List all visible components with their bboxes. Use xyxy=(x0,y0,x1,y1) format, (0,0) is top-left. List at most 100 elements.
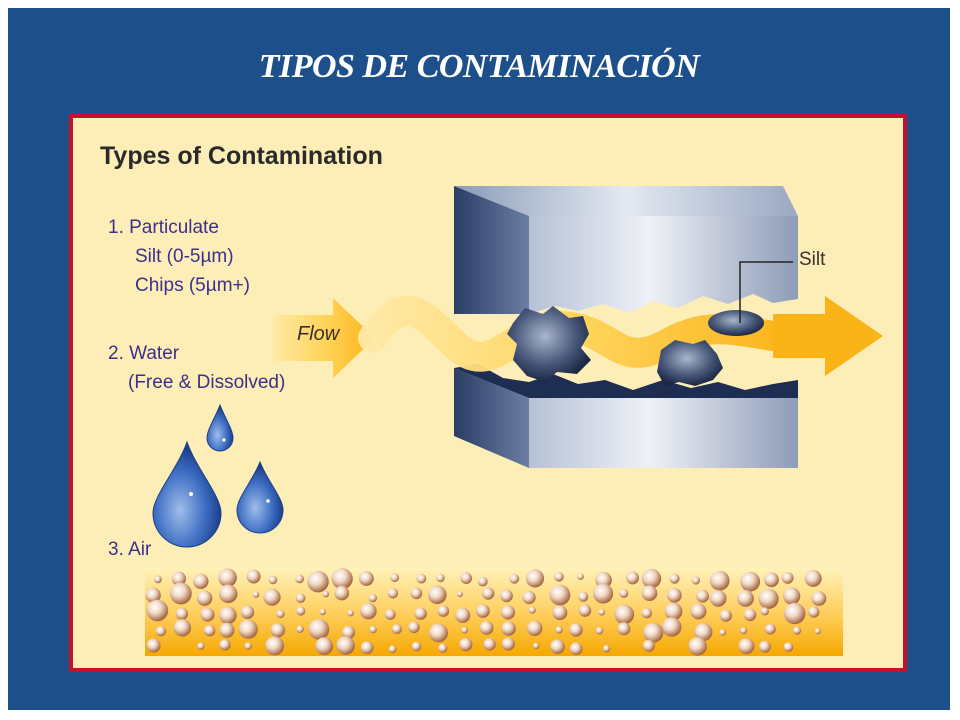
air-bubble-icon xyxy=(719,629,726,636)
air-bubble-icon xyxy=(384,609,396,620)
air-bubble-icon xyxy=(549,584,571,606)
air-bubble-icon xyxy=(758,640,771,653)
air-bubble-icon xyxy=(617,622,631,636)
air-bubble-icon xyxy=(408,621,420,634)
water-drop-icon-large xyxy=(152,440,222,548)
air-bubble-icon xyxy=(331,568,353,590)
air-bubble-icon xyxy=(388,645,397,654)
air-bubble-icon xyxy=(265,636,285,656)
item-water-sub: (Free & Dissolved) xyxy=(128,372,286,393)
air-bubble-icon xyxy=(555,626,563,634)
air-bubble-icon xyxy=(614,604,635,625)
air-bubble-icon xyxy=(341,625,356,640)
air-bubble-icon xyxy=(368,593,377,603)
air-bubble-icon xyxy=(619,588,629,598)
air-bubble-icon xyxy=(359,571,374,586)
air-bubbles xyxy=(145,568,827,656)
air-bubble-icon xyxy=(197,642,205,650)
air-bubble-icon xyxy=(602,644,611,653)
air-bubble-icon xyxy=(154,575,162,584)
air-bubble-icon xyxy=(203,625,216,637)
air-bubble-icon xyxy=(347,609,354,617)
air-bubble-icon xyxy=(307,570,329,593)
silt-callout-line xyxy=(739,261,793,323)
chip-particle-large xyxy=(507,306,591,382)
air-bubble-icon xyxy=(428,585,447,605)
contamination-illustration xyxy=(145,186,883,656)
air-bubble-icon xyxy=(270,623,286,638)
air-bubble-icon xyxy=(244,642,252,650)
air-bubble-icon xyxy=(460,572,473,584)
air-bubble-icon xyxy=(296,625,304,633)
air-bubble-icon xyxy=(219,639,231,651)
air-bubble-icon xyxy=(482,587,495,600)
air-bubble-icon xyxy=(437,605,450,617)
air-bubble-icon xyxy=(390,573,400,583)
air-bubble-icon xyxy=(696,589,709,603)
air-bubble-icon xyxy=(738,638,755,655)
air-bubble-icon xyxy=(764,572,779,588)
air-bubble-icon xyxy=(414,607,427,620)
air-bubble-icon xyxy=(737,590,754,607)
air-bubble-icon xyxy=(218,584,238,604)
air-bubble-icon xyxy=(315,637,334,655)
air-bubble-icon xyxy=(146,638,161,653)
air-bubble-icon xyxy=(360,641,374,655)
silt-label: Silt xyxy=(799,249,826,270)
air-bubble-icon xyxy=(455,607,471,623)
air-bubble-icon xyxy=(268,575,278,585)
air-bubble-icon xyxy=(171,571,186,586)
air-bubble-icon xyxy=(808,606,820,618)
air-bubble-icon xyxy=(709,590,727,607)
air-bubble-icon xyxy=(170,582,192,605)
water-drop-icon-small xyxy=(206,403,234,452)
air-bubble-icon xyxy=(238,619,258,639)
air-bubble-icon xyxy=(416,573,427,584)
air-bubble-icon xyxy=(688,637,707,656)
air-bubble-icon xyxy=(263,588,281,606)
air-bubble-icon xyxy=(662,617,682,637)
air-bubble-icon xyxy=(175,607,189,620)
water-drop-icon-medium xyxy=(236,460,284,534)
air-bubble-icon xyxy=(155,626,167,637)
air-bubble-icon xyxy=(252,591,260,598)
air-bubble-icon xyxy=(173,619,192,637)
air-bubble-icon xyxy=(784,602,806,625)
air-bubble-icon xyxy=(246,569,261,584)
air-bubble-icon xyxy=(641,608,652,619)
air-bubble-icon xyxy=(461,626,468,634)
upper-metal-block xyxy=(454,186,798,314)
air-bubble-icon xyxy=(641,568,662,589)
air-bubble-icon xyxy=(476,604,490,618)
air-bubble-icon xyxy=(391,624,402,635)
item-particulate-heading: 1. Particulate xyxy=(108,217,219,238)
air-bubble-icon xyxy=(528,606,536,614)
air-bubble-icon xyxy=(218,568,237,587)
air-bubble-icon xyxy=(760,607,770,616)
panel-title: Types of Contamination xyxy=(100,142,383,170)
air-bubble-icon xyxy=(334,585,350,601)
air-bubble-icon xyxy=(691,576,701,585)
item-water-heading: 2. Water xyxy=(108,343,180,364)
air-bubble-icon xyxy=(664,602,683,621)
air-bubble-icon xyxy=(792,626,802,635)
air-bubble-icon xyxy=(781,572,794,584)
air-bubble-icon xyxy=(295,593,306,603)
air-bubble-icon xyxy=(477,576,488,587)
air-bubble-icon xyxy=(550,639,565,655)
air-bubble-icon xyxy=(667,588,682,603)
air-bubble-icon xyxy=(483,638,496,651)
air-bubble-icon xyxy=(322,590,330,598)
air-bubble-icon xyxy=(811,591,827,606)
air-bubble-icon xyxy=(200,607,215,622)
air-bubble-icon xyxy=(501,637,515,651)
air-bubble-icon xyxy=(459,638,473,652)
air-bubble-icon xyxy=(641,585,658,601)
air-bubble-icon xyxy=(336,636,355,655)
air-bubble-icon xyxy=(740,627,748,635)
air-bubble-icon xyxy=(410,587,423,600)
air-bubble-icon xyxy=(694,623,713,642)
air-bubble-icon xyxy=(219,622,235,638)
air-bubble-icon xyxy=(525,569,545,588)
air-bubble-icon xyxy=(709,570,730,591)
